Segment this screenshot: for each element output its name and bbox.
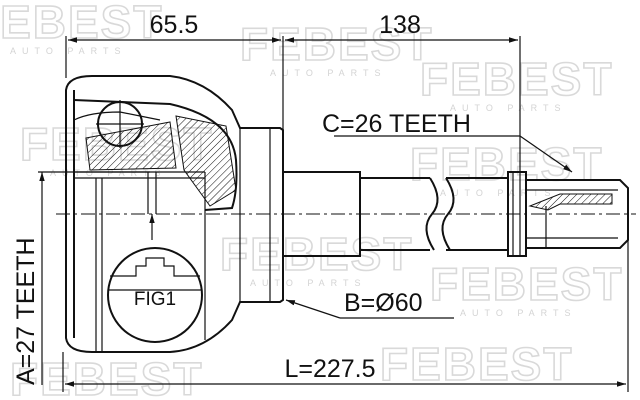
leader-inner-teeth — [519, 135, 573, 173]
watermark-text: FEBEST — [420, 53, 613, 105]
watermark-tagline: AUTO PARTS — [10, 46, 127, 56]
dimension-138: 138 — [379, 11, 421, 39]
watermark-text: FEBEST — [220, 228, 413, 280]
label-outer-teeth: A=27 TEETH — [12, 237, 40, 385]
watermark-text: FEBEST — [240, 18, 433, 70]
watermark-tagline: AUTO PARTS — [270, 68, 387, 78]
fig1-detail: FIG1 — [107, 247, 203, 343]
fig1-label: FIG1 — [134, 289, 176, 310]
watermark-group: FEBEST AUTO PARTS FEBEST AUTO PARTS FEBE… — [0, 0, 623, 400]
watermark-tagline: AUTO PARTS — [450, 103, 567, 113]
watermark-tagline: AUTO PARTS — [440, 188, 557, 198]
watermark-tagline: AUTO PARTS — [50, 168, 167, 178]
label-inner-teeth: C=26 TEETH — [322, 110, 471, 138]
outer-housing — [65, 75, 284, 353]
label-abs-ring: B=Ø60 — [344, 289, 423, 317]
leader-abs-ring — [285, 299, 341, 319]
watermark-text: FEBEST — [0, 0, 163, 48]
watermark-text: FEBEST — [380, 338, 573, 390]
watermark-tagline: AUTO PARTS — [460, 308, 577, 318]
extension-lines — [62, 36, 629, 392]
watermark-tagline: AUTO PARTS — [250, 278, 367, 288]
dimension-65-5: 65.5 — [150, 11, 199, 39]
watermark-text: FEBEST — [430, 258, 623, 310]
dimension-overall-length: L=227.5 — [284, 355, 375, 383]
watermark-text: FEBEST — [10, 353, 203, 400]
watermark-text: FEBEST — [410, 138, 603, 190]
